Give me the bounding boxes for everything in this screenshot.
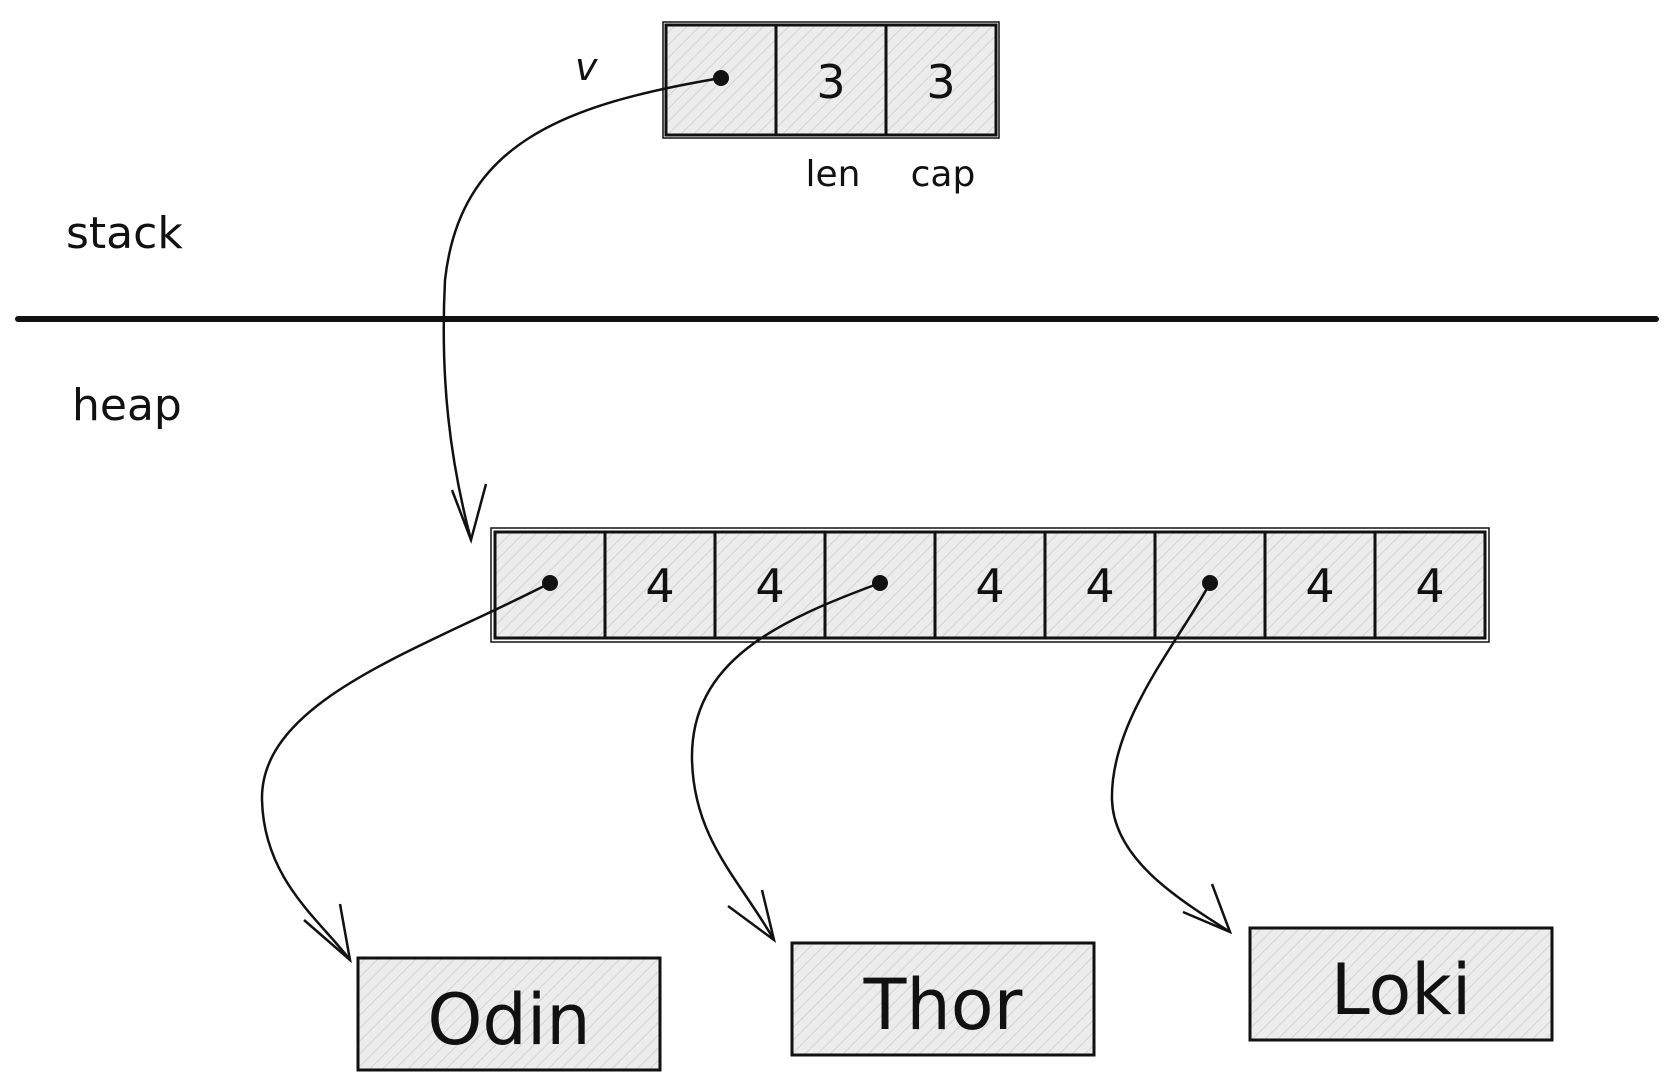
pointer-arrowhead-loki xyxy=(1182,883,1233,935)
heap-array: 4 4 4 4 4 4 xyxy=(490,527,1490,643)
vector-struct: 3 3 xyxy=(662,21,1000,139)
heap-region-label: heap xyxy=(72,380,182,431)
heap-string-struct-3: 4 4 xyxy=(1153,530,1487,640)
vector-struct-outline xyxy=(662,21,1000,139)
vector-cap-value: 3 xyxy=(926,55,955,109)
heap-string-struct-2: 4 4 xyxy=(823,530,1157,640)
pointer-arrowhead-odin xyxy=(303,903,352,964)
vector-name-label: v xyxy=(575,45,598,89)
string-text-loki: Loki xyxy=(1331,949,1472,1031)
len-label: len xyxy=(806,154,861,195)
cap-label: cap xyxy=(911,154,976,195)
pointer-arrow-thor xyxy=(690,581,881,941)
vector-to-heap-arrowhead xyxy=(450,483,488,545)
heap-cell-len-3 xyxy=(1263,530,1377,640)
heap-cell-cap-1 xyxy=(713,530,827,640)
vector-to-heap-arrow xyxy=(442,76,722,541)
vector-len-cell xyxy=(774,23,888,137)
heap-cap-value-3: 4 xyxy=(1415,559,1444,613)
heap-string-struct-1: 4 4 xyxy=(493,530,827,640)
vector-len-value: 3 xyxy=(816,55,845,109)
heap-len-value-2: 4 xyxy=(975,559,1004,613)
string-text-odin: Odin xyxy=(427,979,590,1061)
heap-cell-len-2 xyxy=(933,530,1047,640)
string-text-thor: Thor xyxy=(863,964,1023,1046)
heap-cap-value-2: 4 xyxy=(1085,559,1114,613)
heap-len-value-3: 4 xyxy=(1305,559,1334,613)
heap-array-outline xyxy=(490,527,1490,643)
pointer-arrowhead-thor xyxy=(727,889,777,944)
pointer-arrow-odin xyxy=(260,581,551,961)
string-box-loki-frame xyxy=(1248,926,1554,1042)
string-box-thor: Thor xyxy=(790,941,1096,1057)
string-box-loki: Loki xyxy=(1248,926,1554,1042)
heap-cell-len-1 xyxy=(603,530,717,640)
pointer-arrow-loki xyxy=(1110,582,1231,934)
heap-cell-cap-3 xyxy=(1373,530,1487,640)
stack-region-label: stack xyxy=(66,208,183,259)
string-box-odin: Odin xyxy=(356,956,662,1072)
string-box-thor-frame xyxy=(790,941,1096,1057)
heap-cell-cap-2 xyxy=(1043,530,1157,640)
string-box-odin-frame xyxy=(356,956,662,1072)
vector-cap-cell xyxy=(884,23,998,137)
heap-cap-value-1: 4 xyxy=(755,559,784,613)
heap-len-value-1: 4 xyxy=(645,559,674,613)
heap-cell-ptr-3 xyxy=(1153,530,1267,640)
